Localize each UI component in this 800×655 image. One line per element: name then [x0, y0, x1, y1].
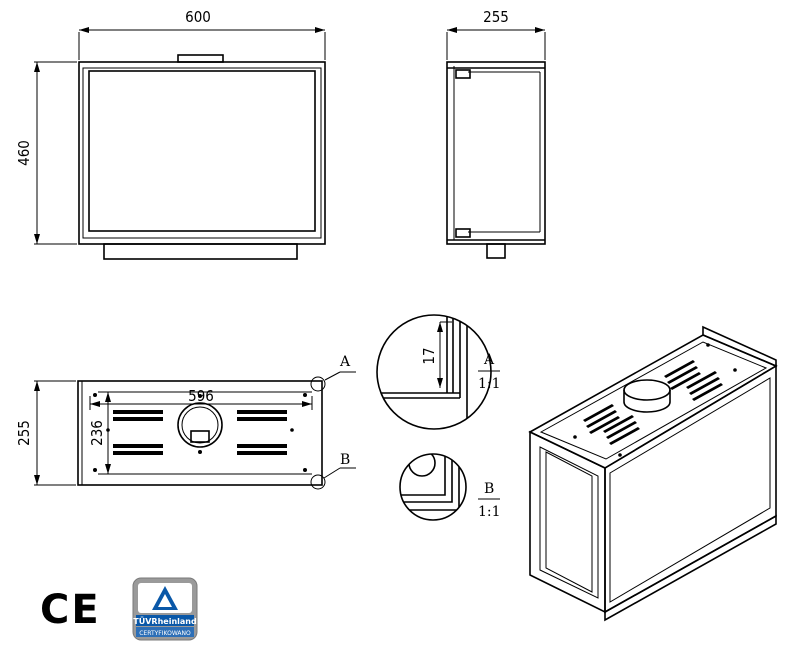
ce-mark: CE [40, 587, 101, 633]
detail-a: 17 A 1:1 [376, 314, 501, 430]
detail-b-label: B [484, 481, 494, 497]
isometric-view [528, 325, 778, 622]
detail-b: B 1:1 [399, 453, 501, 521]
tuv-brand-text: TÜVRheinland [133, 616, 197, 626]
detail-a-dimension: 17 [420, 347, 438, 364]
rear-view: 596 236 255 A B [15, 354, 356, 490]
front-height-dimension: 460 [15, 140, 33, 166]
front-width-dimension: 600 [185, 8, 211, 26]
front-view: 600 460 [15, 8, 326, 260]
side-view: 255 [446, 8, 546, 259]
detail-b-scale: 1:1 [478, 504, 501, 520]
detail-b-marker: B [340, 452, 350, 468]
tuv-certification-badge: TÜVRheinland CERTYFIKOWANO [132, 577, 198, 641]
rear-height-dimension: 236 [88, 420, 106, 446]
detail-a-label: A [483, 352, 495, 368]
detail-a-scale: 1:1 [478, 376, 501, 392]
detail-a-marker: A [339, 354, 351, 370]
rear-width-dimension: 596 [188, 387, 214, 405]
rear-depth-dimension: 255 [15, 420, 33, 446]
ce-mark-text: CE [40, 587, 101, 633]
tuv-status-text: CERTYFIKOWANO [139, 630, 191, 637]
side-depth-dimension: 255 [483, 8, 509, 26]
